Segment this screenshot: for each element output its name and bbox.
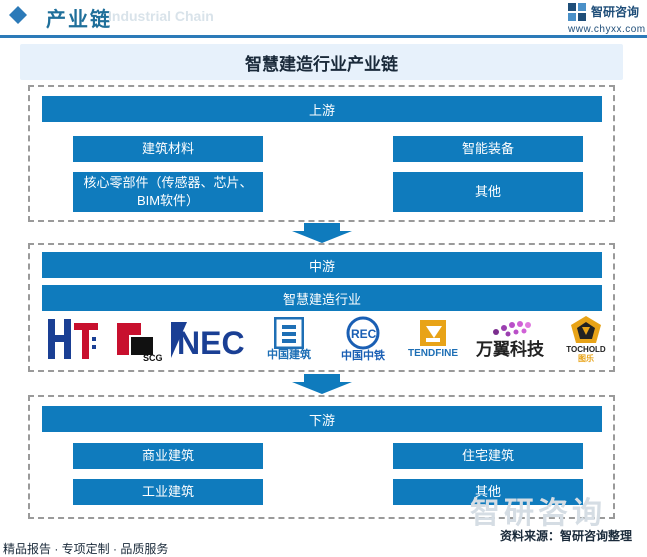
logo-tochold-label: TOCHOLD xyxy=(566,345,606,354)
logo-crec-label: 中国中铁 xyxy=(341,350,385,362)
upstream-item-components: 核心零部件（传感器、芯片、BIM软件） xyxy=(73,172,263,212)
logo-ht xyxy=(44,313,104,365)
downstream-item-commercial: 商业建筑 xyxy=(73,443,263,469)
wanyi-logo-icon xyxy=(493,321,531,337)
logo-tochold: TOCHOLD 图乐 xyxy=(558,313,614,365)
logo-tendfine: TENDFINE xyxy=(402,313,464,365)
svg-text:SCG: SCG xyxy=(143,353,163,363)
logo-cscec: 中国建筑 xyxy=(258,313,320,365)
logo-tendfine-label: TENDFINE xyxy=(408,348,458,359)
downstream-item-industrial: 工业建筑 xyxy=(73,479,263,505)
header-watermark: Industrial Chain xyxy=(108,8,214,24)
logo-crec: REC 中国中铁 xyxy=(330,313,396,365)
logo-tochold-cn: 图乐 xyxy=(578,354,594,363)
midstream-industry: 智慧建造行业 xyxy=(42,285,602,311)
scg-logo-icon: SCG xyxy=(117,323,163,363)
ht-logo-icon xyxy=(48,319,98,359)
upstream-header: 上游 xyxy=(42,96,602,122)
source-note: 资料来源：智研咨询整理 xyxy=(500,529,633,543)
downstream-item-residential: 住宅建筑 xyxy=(393,443,583,469)
logo-scg: SCG xyxy=(110,313,164,365)
footer-watermark: 智研咨询 xyxy=(470,497,606,530)
brand-name: 智研咨询 xyxy=(591,5,640,19)
upstream-item-other: 其他 xyxy=(393,172,583,212)
upstream-item-materials: 建筑材料 xyxy=(73,136,263,162)
svg-text:REC: REC xyxy=(351,327,377,341)
midstream-section xyxy=(28,243,615,372)
page-title: 产业链 xyxy=(46,9,112,31)
brand-logo-icon xyxy=(568,3,586,21)
header-divider xyxy=(0,35,647,38)
nec-logo-icon: NEC xyxy=(171,322,245,361)
logo-wanyi-label: 万翼科技 xyxy=(476,340,544,359)
down-arrow-icon xyxy=(292,374,352,394)
svg-text:NEC: NEC xyxy=(177,325,245,361)
diagram-title: 智慧建造行业产业链 xyxy=(20,44,623,80)
downstream-section xyxy=(28,395,615,519)
footer-tagline: 精品报告 · 专项定制 · 品质服务 xyxy=(3,542,169,556)
crec-logo-icon: REC xyxy=(346,316,380,350)
diamond-icon xyxy=(9,6,27,24)
logo-cscec-label: 中国建筑 xyxy=(267,349,311,361)
brand-url: www.chyxx.com xyxy=(568,24,646,35)
downstream-item-other: 其他 xyxy=(393,479,583,505)
tendfine-logo-icon xyxy=(420,320,446,346)
upstream-section xyxy=(28,85,615,222)
midstream-header: 中游 xyxy=(42,252,602,278)
downstream-header: 下游 xyxy=(42,406,602,432)
down-arrow-icon xyxy=(292,223,352,243)
cscec-logo-icon xyxy=(274,317,304,349)
logo-nec: NEC xyxy=(166,313,252,365)
logo-wanyi: 万翼科技 xyxy=(468,313,552,365)
upstream-item-equipment: 智能装备 xyxy=(393,136,583,162)
tochold-logo-icon xyxy=(571,316,601,343)
